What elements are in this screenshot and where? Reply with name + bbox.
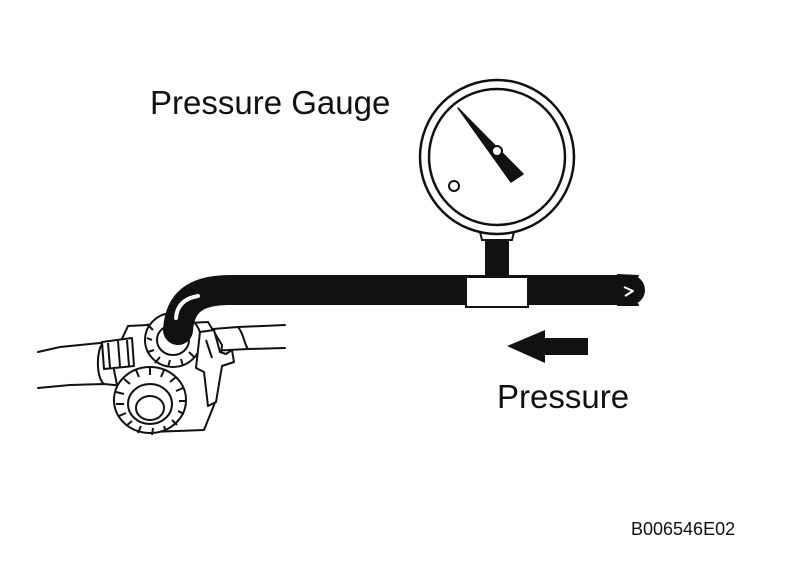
hose-broken-end: [617, 274, 641, 306]
hose: [163, 275, 645, 345]
pressure-gauge: [418, 78, 576, 236]
tee-connector: [465, 276, 529, 308]
figure-code: B006546E02: [631, 519, 736, 539]
arrow-left-icon: [507, 330, 588, 363]
hand: [37, 324, 286, 389]
pressure-direction-label: Pressure: [497, 378, 630, 415]
pressure-gauge-label: Pressure Gauge: [150, 84, 391, 121]
